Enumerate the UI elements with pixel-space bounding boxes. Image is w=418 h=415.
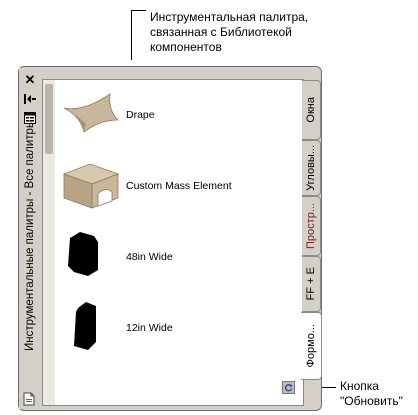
tab-spaces[interactable]: Простр...	[302, 196, 321, 256]
tab-corners[interactable]: Угловы...	[302, 140, 321, 196]
box-12-icon	[74, 302, 96, 350]
callout-refresh-line2: "Обновить"	[340, 394, 403, 408]
tab-ff-e[interactable]: FF + E	[302, 256, 321, 312]
tab-label: Угловы...	[305, 145, 317, 191]
tool-item-48in-wide[interactable]: 48in Wide	[60, 228, 300, 294]
drape-icon	[63, 93, 119, 133]
tab-label: Формо...	[305, 324, 317, 368]
tab-label: FF + E	[305, 267, 317, 301]
close-icon[interactable]: ✕	[24, 72, 36, 87]
scrollbar-thumb[interactable]	[45, 84, 53, 154]
tool-label: Drape	[126, 109, 155, 121]
callout-palette-note: Инструментальная палитра, связанная с Би…	[150, 10, 309, 54]
properties-icon[interactable]	[23, 111, 37, 125]
tool-label: Custom Mass Element	[126, 180, 232, 192]
mass-element-icon	[62, 163, 120, 209]
tool-item-custom-mass-element[interactable]: Custom Mass Element	[60, 158, 300, 224]
callout-leader-top	[131, 10, 132, 60]
document-icon[interactable]	[23, 392, 35, 406]
tool-item-12in-wide[interactable]: 12in Wide	[60, 298, 300, 364]
tab-label: Простр...	[305, 203, 317, 249]
vertical-scrollbar[interactable]	[43, 80, 55, 405]
callout-refresh-line1: Кнопка	[340, 379, 379, 393]
box-48-icon	[68, 232, 98, 276]
callout-refresh-note: Кнопка "Обновить"	[340, 379, 416, 409]
autohide-icon[interactable]	[23, 92, 37, 106]
tool-label: 12in Wide	[126, 322, 173, 334]
tab-label: Окна	[305, 97, 317, 123]
tool-item-drape[interactable]: Drape	[60, 90, 300, 156]
palette-titlebar[interactable]: ✕	[19, 68, 41, 409]
palette-title: Инструментальные палитры - Все палитры	[24, 120, 36, 352]
refresh-icon[interactable]	[282, 381, 295, 394]
tab-forms[interactable]: Формо...	[301, 312, 322, 380]
tool-label: 48in Wide	[126, 251, 173, 263]
tab-windows[interactable]: Окна	[302, 80, 321, 140]
callout-leader-top-h	[131, 10, 146, 11]
